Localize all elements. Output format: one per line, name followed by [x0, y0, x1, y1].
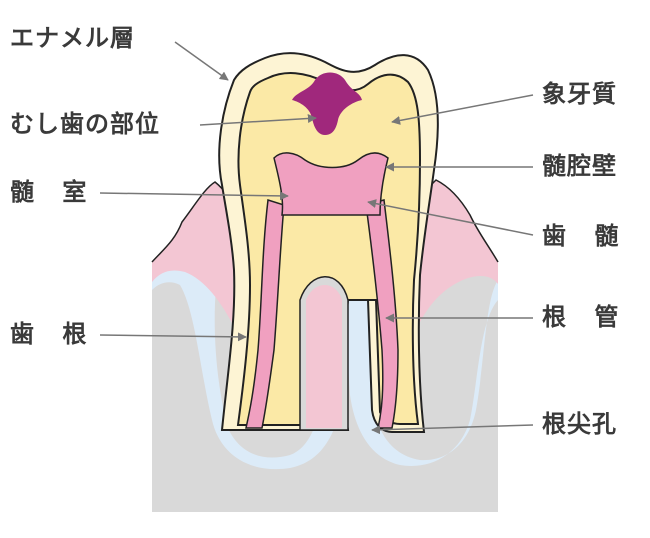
leader-root: [99, 332, 247, 342]
leader-enamel: [174, 41, 229, 81]
label-pulp: 歯 髄: [542, 221, 629, 250]
label-apical-foramen: 根尖孔: [542, 409, 617, 438]
label-dentin: 象牙質: [542, 79, 617, 108]
gum-right: [414, 180, 498, 330]
caries-lesion: [292, 72, 362, 135]
label-root: 歯 根: [10, 319, 97, 348]
label-enamel: エナメル層: [10, 23, 135, 52]
pulp-chamber: [273, 152, 389, 216]
root-canal-left: [245, 199, 285, 429]
gum-left: [152, 182, 238, 330]
leader-dentin: [391, 94, 534, 125]
leader-pulp: [367, 199, 534, 236]
label-pulp-chamber: 髄 室: [10, 177, 97, 206]
leader-apical-foramen: [371, 424, 534, 435]
leader-pulp-chamber: [99, 191, 289, 201]
label-caries: むし歯の部位: [10, 109, 160, 138]
periodontal-ligament-center: [306, 285, 342, 428]
label-pulp-wall: 髄腔壁: [542, 151, 617, 180]
root-canal-right: [365, 199, 399, 429]
label-root-canal: 根 管: [542, 302, 629, 331]
leader-caries: [199, 113, 317, 126]
